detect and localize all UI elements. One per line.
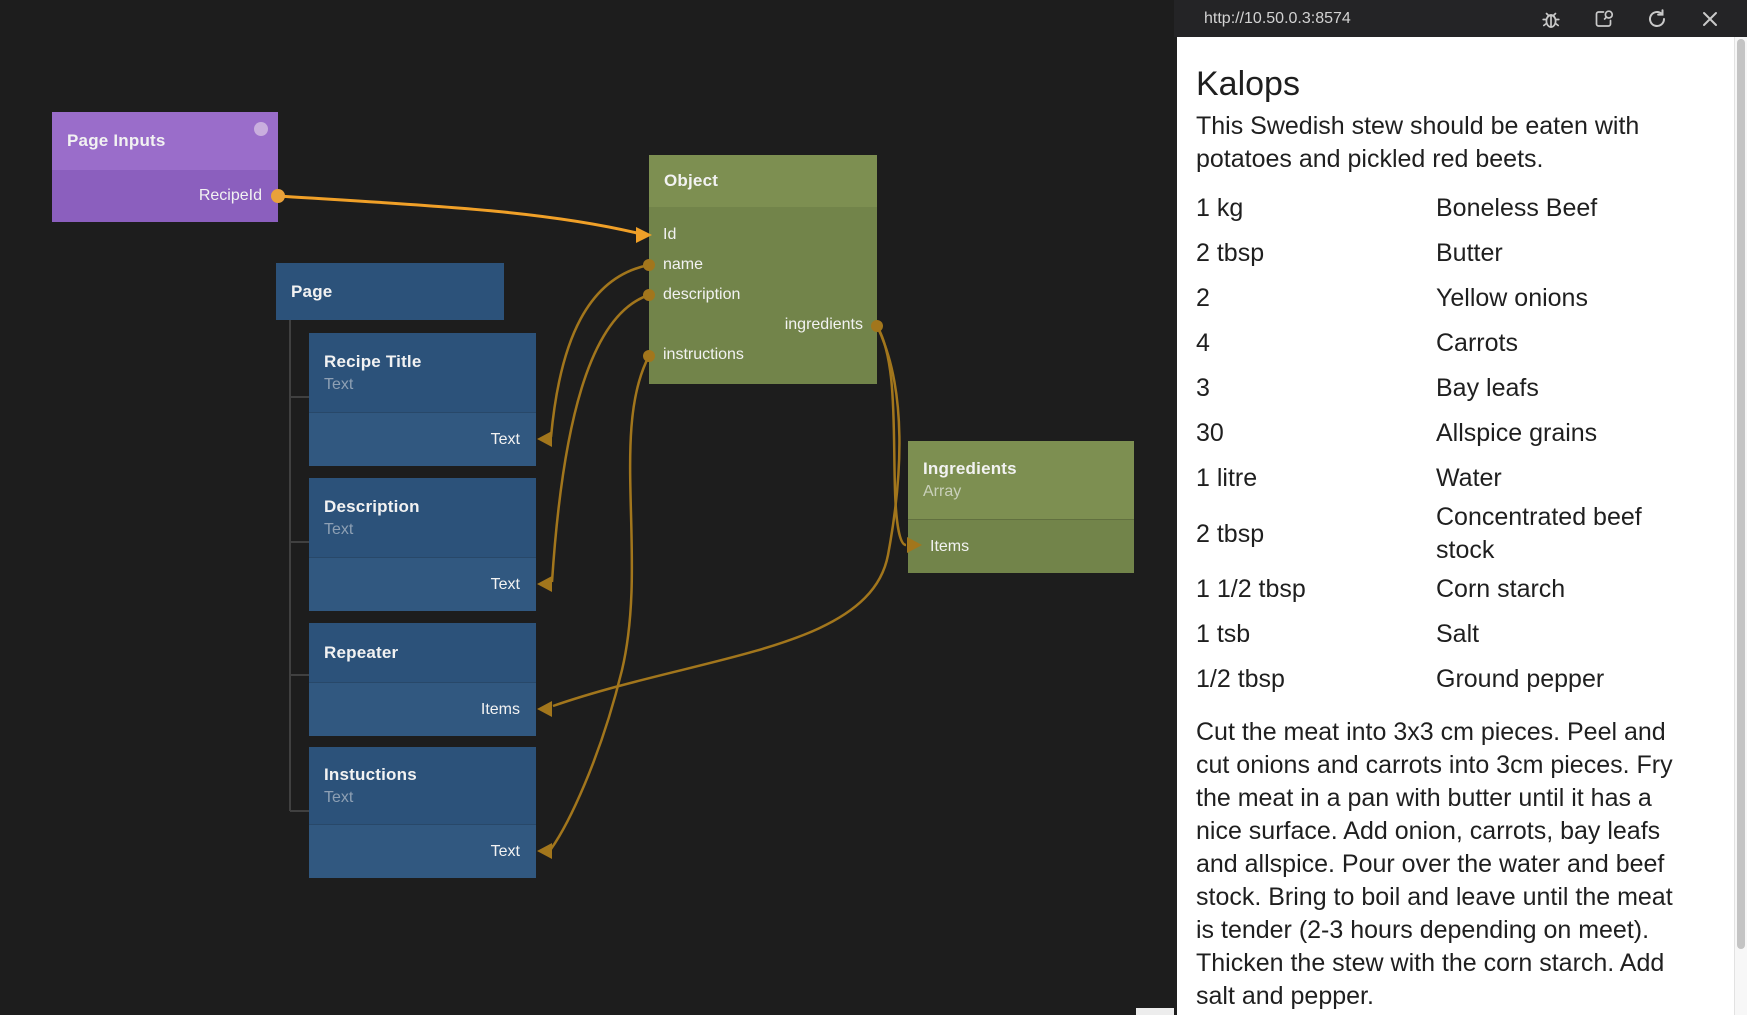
ingredient-name: Boneless Beef <box>1436 194 1598 223</box>
node-title: Instuctions <box>324 764 417 784</box>
ingredient-name: Yellow onions <box>1436 284 1588 313</box>
node-title: Page <box>291 281 333 301</box>
ingredient-quantity: 1 tsb <box>1196 620 1251 649</box>
ingredient-name: Concentrated beef stock <box>1436 503 1642 565</box>
home-indicator-dot <box>254 122 268 136</box>
ingredient-list: 1 kg Boneless Beef 2 tbsp Butter 2 Yello… <box>1196 186 1695 702</box>
node-subtitle: Text <box>324 375 354 393</box>
ingredient-row: 30 Allspice grains <box>1196 411 1695 456</box>
ingredient-name: Salt <box>1436 620 1480 649</box>
port-name[interactable]: name <box>663 256 704 273</box>
ingredient-name: Water <box>1436 464 1502 493</box>
wire-description-to-description <box>550 293 650 583</box>
node-recipe-title[interactable]: Recipe Title Text Text <box>309 333 536 466</box>
node-title: Page Inputs <box>67 131 166 150</box>
node-subtitle: Array <box>923 483 962 500</box>
node-repeater[interactable]: Repeater Items <box>309 623 536 736</box>
ingredient-name: Allspice grains <box>1436 419 1598 448</box>
wire-instructions-to-instuctions <box>549 355 651 850</box>
ingredient-row: 1 kg Boneless Beef <box>1196 186 1695 231</box>
node-page-inputs[interactable]: Page Inputs RecipeId <box>52 112 278 222</box>
open-preview-window-icon[interactable] <box>1591 6 1617 32</box>
preview-url: http://10.50.0.3:8574 <box>1204 9 1351 27</box>
ingredient-quantity: 2 tbsp <box>1196 239 1265 268</box>
ingredient-quantity: 4 <box>1196 329 1210 358</box>
ingredient-row: 1 tsb Salt <box>1196 612 1695 657</box>
wire-ingredients-to-ingredients-items <box>875 325 907 547</box>
arrowhead-description-text <box>537 576 552 592</box>
recipe-description: This Swedish stew should be eaten with p… <box>1196 112 1640 174</box>
node-title: Recipe Title <box>324 351 422 371</box>
ingredient-quantity: 1 kg <box>1196 194 1244 223</box>
node-description[interactable]: Description Text Text <box>309 478 536 611</box>
node-title: Ingredients <box>923 459 1017 478</box>
canvas-scrollbar-corner <box>1136 1008 1174 1015</box>
ingredient-row: 4 Carrots <box>1196 321 1695 366</box>
port-description[interactable]: description <box>663 286 741 303</box>
port-text[interactable]: Text <box>490 842 520 860</box>
port-id[interactable]: Id <box>663 226 677 243</box>
node-subtitle: Text <box>324 788 354 806</box>
node-title: Object <box>664 171 719 190</box>
recipe-title: Kalops <box>1196 65 1300 103</box>
port-items[interactable]: Items <box>930 537 970 555</box>
node-object[interactable]: Object Id name description ingredients i… <box>649 155 877 384</box>
node-instuctions[interactable]: Instuctions Text Text <box>309 747 536 878</box>
port-text[interactable]: Text <box>490 430 520 448</box>
tree-line-stubs <box>290 396 309 812</box>
refresh-icon[interactable] <box>1644 6 1670 32</box>
wire-name-to-recipe-title <box>549 263 650 438</box>
arrowhead-instuctions-text <box>537 843 552 859</box>
port-recipeid[interactable]: RecipeId <box>198 187 262 204</box>
close-icon[interactable] <box>1697 6 1723 32</box>
node-ingredients[interactable]: Ingredients Array Items <box>908 441 1134 573</box>
ingredient-name: Corn starch <box>1436 575 1566 604</box>
ingredient-quantity: 1 1/2 tbsp <box>1196 575 1306 604</box>
preview-scrollbar-track[interactable] <box>1734 37 1747 1015</box>
ingredient-quantity: 2 tbsp <box>1196 519 1265 548</box>
ingredient-row: 2 Yellow onions <box>1196 276 1695 321</box>
port-instructions[interactable]: instructions <box>663 346 744 363</box>
preview-window: http://10.50.0.3:8574 <box>1174 0 1747 1015</box>
arrowhead-recipe-title-text <box>537 431 552 447</box>
node-title: Repeater <box>324 642 399 662</box>
preview-content: Kalops This Swedish stew should be eaten… <box>1177 37 1747 1015</box>
preview-scrollbar-thumb[interactable] <box>1737 39 1745 949</box>
preview-titlebar[interactable]: http://10.50.0.3:8574 <box>1174 0 1747 37</box>
ingredient-quantity: 1 litre <box>1196 464 1258 493</box>
ingredient-quantity: 2 <box>1196 284 1210 313</box>
node-page[interactable]: Page <box>276 263 504 320</box>
ingredient-row: 2 tbsp Concentrated beef stock <box>1196 501 1695 567</box>
ingredient-row: 2 tbsp Butter <box>1196 231 1695 276</box>
port-ingredients[interactable]: ingredients <box>784 316 863 333</box>
node-header: Page Inputs <box>52 112 278 170</box>
ingredient-row: 1 litre Water <box>1196 456 1695 501</box>
debug-icon[interactable] <box>1538 6 1564 32</box>
port-items[interactable]: Items <box>480 700 520 718</box>
ingredient-name: Bay leafs <box>1436 374 1539 403</box>
ingredient-quantity: 30 <box>1196 419 1224 448</box>
node-title: Description <box>324 496 420 516</box>
port-text[interactable]: Text <box>490 575 520 593</box>
ingredient-name: Ground pepper <box>1436 665 1605 694</box>
ingredient-row: 1/2 tbsp Ground pepper <box>1196 657 1695 702</box>
wire-recipeid-to-id <box>277 194 638 235</box>
ingredient-name: Carrots <box>1436 329 1518 358</box>
recipe-instructions: Cut the meat into 3x3 cm pieces. Peel an… <box>1196 718 1673 1011</box>
arrowhead-repeater-items <box>537 701 552 717</box>
ingredient-row: 3 Bay leafs <box>1196 366 1695 411</box>
ingredient-quantity: 1/2 tbsp <box>1196 665 1285 694</box>
ingredient-quantity: 3 <box>1196 374 1210 403</box>
ingredient-row: 1 1/2 tbsp Corn starch <box>1196 567 1695 612</box>
ingredient-name: Butter <box>1436 239 1503 268</box>
node-subtitle: Text <box>324 520 354 538</box>
